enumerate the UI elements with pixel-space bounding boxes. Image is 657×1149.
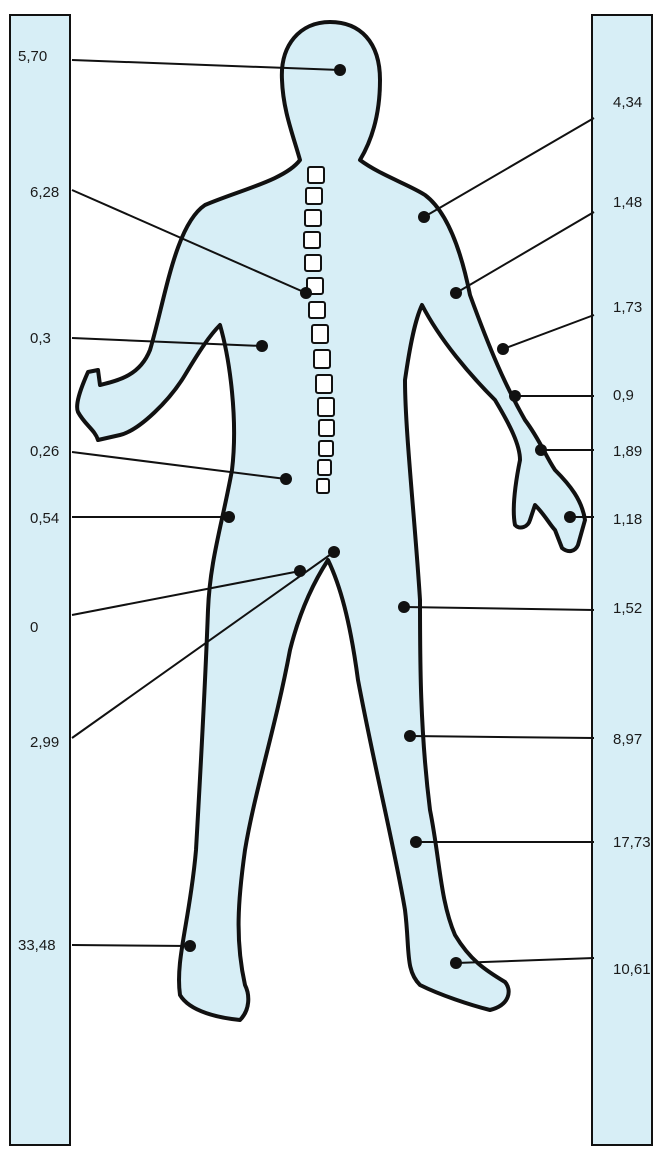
marker-dot-head xyxy=(334,64,346,76)
leader-line-shoulder-right xyxy=(424,118,594,217)
body-silhouette xyxy=(77,22,585,1020)
right-value-label-thigh-right: 1,52 xyxy=(613,600,642,617)
right-value-label-hand-right: 1,18 xyxy=(613,511,642,528)
marker-dot-foot-left xyxy=(184,940,196,952)
marker-dot-wrist-right xyxy=(535,444,547,456)
right-value-label-forearm-right: 0,9 xyxy=(613,387,634,404)
marker-dot-forearm-right xyxy=(509,390,521,402)
marker-dot-genitals xyxy=(328,546,340,558)
marker-dot-hand-right xyxy=(564,511,576,523)
left-value-label-genitals: 2,99 xyxy=(30,734,59,751)
left-value-label-groin-left: 0 xyxy=(30,619,38,636)
marker-dot-shoulder-right xyxy=(418,211,430,223)
leader-line-knee-right xyxy=(410,736,594,738)
left-value-label-spine: 6,28 xyxy=(30,184,59,201)
leader-line-thigh-right xyxy=(404,607,594,610)
marker-dot-hip-side-left xyxy=(223,511,235,523)
right-value-label-knee-right: 8,97 xyxy=(613,731,642,748)
marker-dot-spine xyxy=(300,287,312,299)
right-value-label-wrist-right: 1,89 xyxy=(613,443,642,460)
marker-dot-elbow-right xyxy=(497,343,509,355)
marker-dot-upper-arm-right xyxy=(450,287,462,299)
left-value-label-foot-left: 33,48 xyxy=(18,937,56,954)
leader-line-foot-left xyxy=(72,945,190,946)
marker-dot-chest-left xyxy=(256,340,268,352)
left-value-label-hip-side-left: 0,54 xyxy=(30,510,59,527)
marker-dot-abdomen-left xyxy=(280,473,292,485)
marker-dot-shin-right xyxy=(410,836,422,848)
right-value-label-elbow-right: 1,73 xyxy=(613,299,642,316)
right-value-label-upper-arm-right: 1,48 xyxy=(613,194,642,211)
right-value-label-foot-right: 10,61 xyxy=(613,961,651,978)
right-value-label-shoulder-right: 4,34 xyxy=(613,94,642,111)
right-value-label-shin-right: 17,73 xyxy=(613,834,651,851)
left-value-label-abdomen-left: 0,26 xyxy=(30,443,59,460)
marker-dot-thigh-right xyxy=(398,601,410,613)
leader-line-elbow-right xyxy=(503,315,594,349)
left-value-label-chest-left: 0,3 xyxy=(30,330,51,347)
marker-dot-knee-right xyxy=(404,730,416,742)
marker-dot-foot-right xyxy=(450,957,462,969)
leader-line-upper-arm-right xyxy=(456,212,594,293)
left-value-label-head: 5,70 xyxy=(18,48,47,65)
